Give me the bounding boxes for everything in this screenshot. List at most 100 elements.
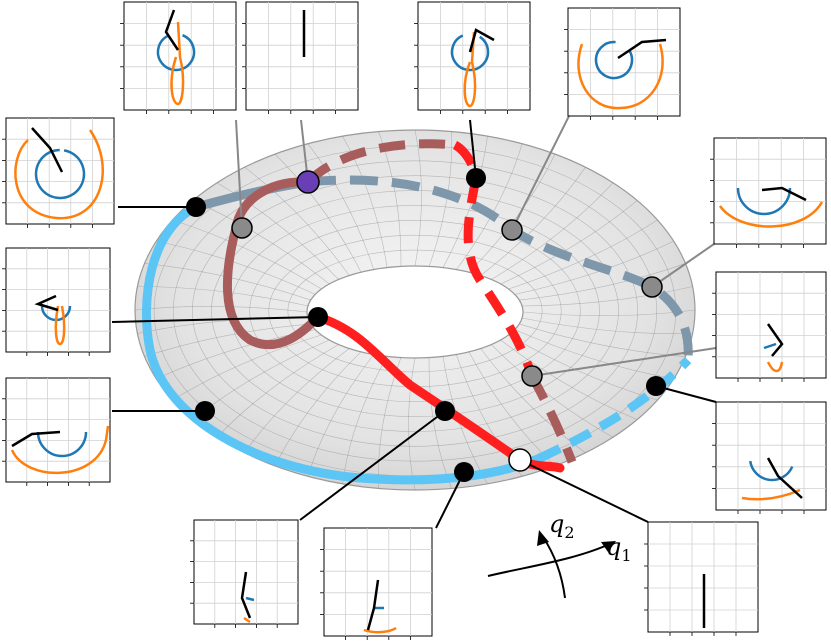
- mesh-meridian: [137, 286, 308, 307]
- panel-frame: [713, 137, 827, 245]
- waypoint-dot-icon: [646, 376, 666, 396]
- white-goal-marker-icon: [508, 448, 532, 472]
- panel-frame: [417, 1, 531, 111]
- waypoint-dot-icon: [231, 217, 253, 239]
- config-inset-panel: [2, 247, 111, 356]
- inner-circle-trace: [763, 342, 777, 350]
- outer-trace: [766, 361, 784, 373]
- connector-line: [655, 385, 717, 403]
- mesh-ring: [172, 160, 658, 462]
- waypoint-markers: [186, 168, 666, 482]
- purple-start-marker-icon: [296, 170, 320, 194]
- config-inset-panel: [320, 527, 433, 640]
- mesh-meridian: [144, 323, 311, 357]
- connector-line: [511, 109, 573, 231]
- inner-circle-trace: [245, 596, 255, 602]
- connector-line: [235, 119, 243, 229]
- config-inset-panel: [190, 519, 299, 628]
- link-arm: [34, 294, 59, 312]
- panel-frame: [323, 527, 433, 637]
- mesh-meridian: [491, 182, 614, 280]
- waypoint-dot-icon: [308, 307, 328, 327]
- mesh-meridian: [274, 351, 362, 467]
- panel-frame: [715, 401, 827, 511]
- outer-trace: [10, 425, 110, 475]
- mesh-meridian: [172, 219, 322, 290]
- waypoint-dot-icon: [521, 365, 543, 387]
- mesh-meridian: [480, 167, 586, 276]
- panel-frame: [567, 7, 681, 117]
- q1-arrow-icon: [487, 542, 613, 577]
- maroon-upper-dashed-path: [304, 139, 456, 186]
- outer-trace: [54, 305, 66, 346]
- outer-trace: [363, 626, 397, 634]
- outer-trace: [243, 616, 251, 624]
- mesh-meridian: [508, 219, 658, 290]
- waypoint-dot-icon: [454, 462, 474, 482]
- axis-arrows: q2 q1: [487, 510, 632, 599]
- mesh-meridian: [307, 143, 374, 270]
- inner-circle-trace: [34, 148, 86, 200]
- config-inset-panel: [712, 271, 827, 382]
- config-inset-panel: [414, 1, 531, 114]
- red-dashed-path: [452, 140, 537, 378]
- waypoint-dot-icon: [435, 401, 455, 421]
- config-inset-panel: [564, 7, 681, 120]
- mesh-meridian: [491, 344, 614, 438]
- mesh-meridian: [500, 339, 638, 420]
- config-inset-panel: [644, 521, 759, 636]
- outer-trace: [718, 201, 824, 228]
- mesh-meridian: [244, 348, 350, 453]
- connector-line: [519, 459, 649, 523]
- mesh-meridian: [274, 153, 362, 273]
- config-inset-panel: [2, 377, 111, 486]
- mesh-meridian: [216, 182, 339, 280]
- mesh-meridian: [522, 317, 693, 334]
- waypoint-dot-icon: [501, 219, 523, 241]
- panel-frame: [715, 271, 827, 379]
- maroon-path: [222, 177, 323, 350]
- connector-line: [299, 410, 446, 521]
- mesh-meridian: [519, 263, 686, 301]
- q2-label: q2: [549, 510, 575, 542]
- outer-trace: [577, 43, 664, 110]
- mesh-meridian: [134, 305, 308, 313]
- outer-trace: [170, 21, 185, 106]
- mesh-meridian: [508, 334, 658, 401]
- mesh-meridian: [468, 153, 556, 273]
- link-arm: [11, 430, 61, 448]
- waypoint-dot-icon: [186, 197, 206, 217]
- connector-line: [531, 347, 717, 377]
- inner-circle-trace: [36, 431, 88, 458]
- inner-circle-trace: [748, 460, 794, 482]
- mesh-meridian: [342, 135, 388, 268]
- link-arm: [617, 38, 667, 60]
- mesh-meridian: [172, 334, 322, 401]
- link-arm: [31, 127, 64, 173]
- waypoint-dot-icon: [195, 401, 215, 421]
- connector-line: [651, 243, 715, 288]
- config-inset-panel: [2, 117, 115, 228]
- panel-frame: [5, 117, 115, 225]
- waypoint-dot-icon: [641, 276, 663, 298]
- connector-line: [435, 471, 465, 529]
- q2-arrow-icon: [542, 536, 566, 599]
- config-inset-panel: [120, 1, 237, 114]
- config-inset-panel: [712, 401, 827, 514]
- link-arm: [761, 186, 807, 202]
- waypoint-dot-icon: [466, 168, 486, 188]
- mesh-meridian: [156, 240, 316, 295]
- q1-label: q1: [606, 533, 632, 565]
- mesh-meridian: [522, 286, 693, 307]
- link-arm: [766, 323, 784, 357]
- torus-surface: [134, 129, 696, 491]
- config-inset-panel: [242, 1, 359, 114]
- outer-trace: [14, 129, 104, 220]
- link-arm: [366, 579, 380, 631]
- mesh-meridian: [342, 356, 388, 484]
- link-arm: [164, 9, 180, 51]
- mesh-meridian: [456, 143, 523, 270]
- panel-frame: [245, 1, 359, 111]
